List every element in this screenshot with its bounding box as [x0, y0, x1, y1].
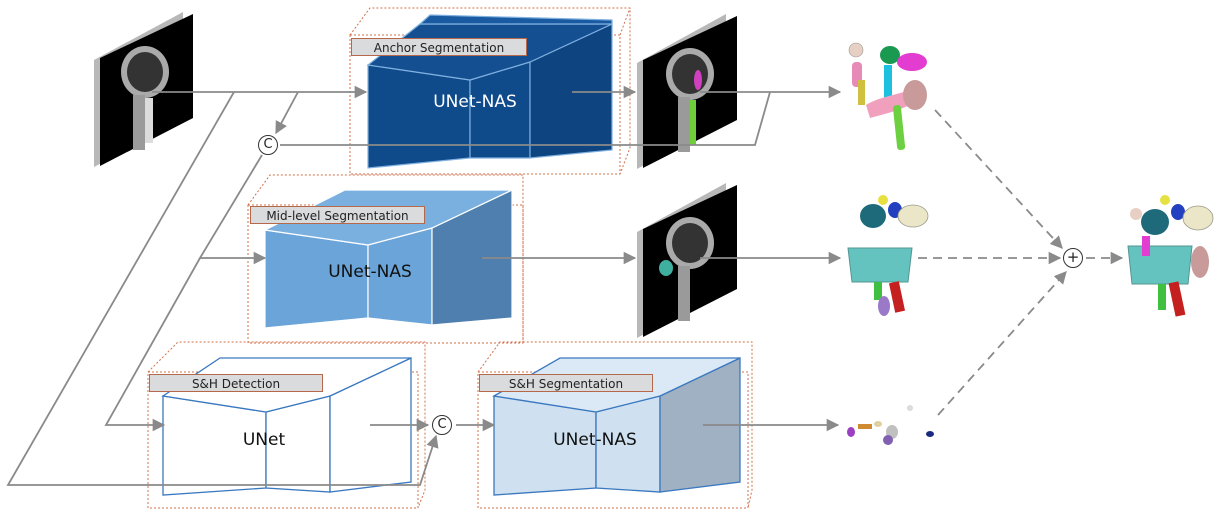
dashed-sh-to-combine [937, 271, 1067, 416]
sh-3d-organs [847, 405, 934, 445]
arrow-concat-to-sh-detection [104, 257, 201, 432]
anchor-network-label: UNet-NAS [433, 92, 517, 112]
sh-detection-network-label: UNet [242, 430, 286, 450]
final-3d-organs [1127, 195, 1214, 317]
midlevel-network-label: UNet-NAS [328, 262, 412, 282]
arrow-anchor-feedback [280, 91, 771, 146]
ct-scan-image [94, 12, 193, 167]
sh-detection-dotted-box [147, 341, 426, 509]
arrow-input-to-sh-concat [6, 91, 439, 486]
anchor-segmentation-label: Anchor Segmentation [351, 38, 527, 56]
arrow-branch-to-concat [275, 91, 299, 135]
sh-segmentation-dotted-box [477, 341, 753, 509]
ct-scan-anchor-overlay [637, 14, 737, 169]
combine-operator: + [1063, 248, 1083, 268]
anchor-3d-organs [848, 42, 927, 150]
midlevel-3d-organs [847, 195, 929, 316]
sh-detection-unet-shape [161, 356, 412, 496]
ct-scan-midlevel-overlay [637, 183, 737, 338]
sh-segmentation-unet-nas-shape [492, 356, 741, 496]
concat-operator-bottom: C [432, 415, 452, 435]
anchor-dotted-box [349, 7, 631, 175]
midlevel-segmentation-label: Mid-level Segmentation [250, 206, 425, 224]
sh-segmentation-network-label: UNet-NAS [553, 430, 637, 450]
sh-detection-label: S&H Detection [149, 374, 323, 392]
concat-operator-top: C [258, 135, 278, 155]
sh-segmentation-label: S&H Segmentation [479, 374, 653, 392]
dashed-anchor-to-combine [934, 109, 1063, 249]
